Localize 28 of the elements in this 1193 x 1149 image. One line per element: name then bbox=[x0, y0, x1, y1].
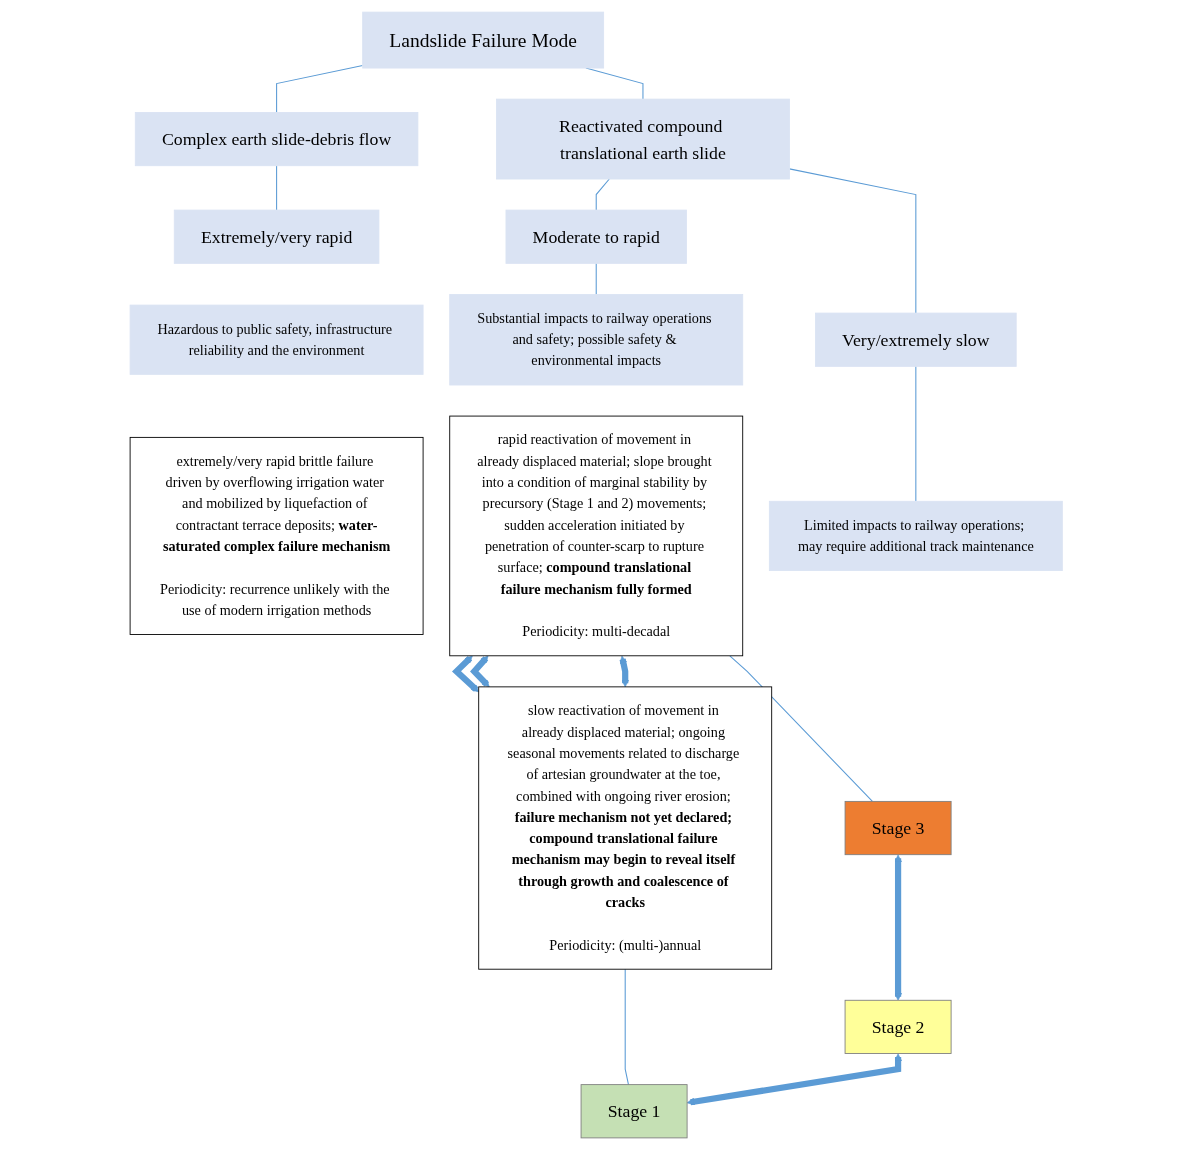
node-box: slow reactivation of movement in already displaced material; ongoing seasonal movements related to discharge of artesian groundwater at the toe, combined with ongoing river erosion; failure mechanism not yet declared; compound translational failure mechanism may begin to reveal itself through growth and coalescence of cracks Periodicity: (multi-)annual bbox=[478, 685, 773, 970]
arrow bbox=[687, 1053, 903, 1106]
connector bbox=[276, 164, 278, 211]
node-box: Extremely/very rapid bbox=[174, 209, 380, 264]
node-box: extremely/very rapid brittle failure driven by overflowing irrigation water and mobilized by liquefaction of contractant terrace deposits; water-saturated complex failure mechanism Periodicity: recurrence unlikely with the use of modern irrigation methods bbox=[129, 436, 424, 635]
node-box: Stage 3 bbox=[844, 800, 952, 855]
node-box: Landslide Failure Mode bbox=[362, 11, 605, 68]
node-box: Reactivated compound translational earth slide bbox=[496, 98, 791, 179]
arrow bbox=[894, 854, 903, 1001]
node-box: Moderate to rapid bbox=[505, 209, 688, 264]
arrow bbox=[619, 655, 630, 687]
node-box: Substantial impacts to railway operations and safety; possible safety & environmental impacts bbox=[449, 293, 744, 385]
node-box: Stage 2 bbox=[844, 999, 952, 1054]
node-box: Limited impacts to railway operations; may require additional track maintenance bbox=[769, 500, 1064, 571]
connector bbox=[789, 167, 917, 314]
node-box: rapid reactivation of movement in already displaced material; slope brought into a condition of marginal stability by precursory (Stage 1 and 2) movements; sudden acceleration initiated by penetration of counter-scarp to rupture surface; compound translational failure mechanism fully formed Periodicity: multi-decadal bbox=[449, 415, 744, 656]
node-box: Stage 1 bbox=[580, 1083, 688, 1138]
arrow bbox=[452, 655, 480, 692]
connector bbox=[624, 968, 630, 1085]
node-box: Very/extremely slow bbox=[815, 312, 1017, 367]
node-box: Complex earth slide-debris flow bbox=[135, 111, 419, 166]
connector bbox=[915, 365, 917, 502]
connector bbox=[595, 178, 611, 211]
node-box: Hazardous to public safety, infrastructure reliability and the environment bbox=[129, 304, 424, 375]
connector bbox=[595, 262, 598, 295]
connector bbox=[729, 654, 874, 802]
connector bbox=[276, 64, 364, 113]
arrow bbox=[470, 655, 490, 687]
